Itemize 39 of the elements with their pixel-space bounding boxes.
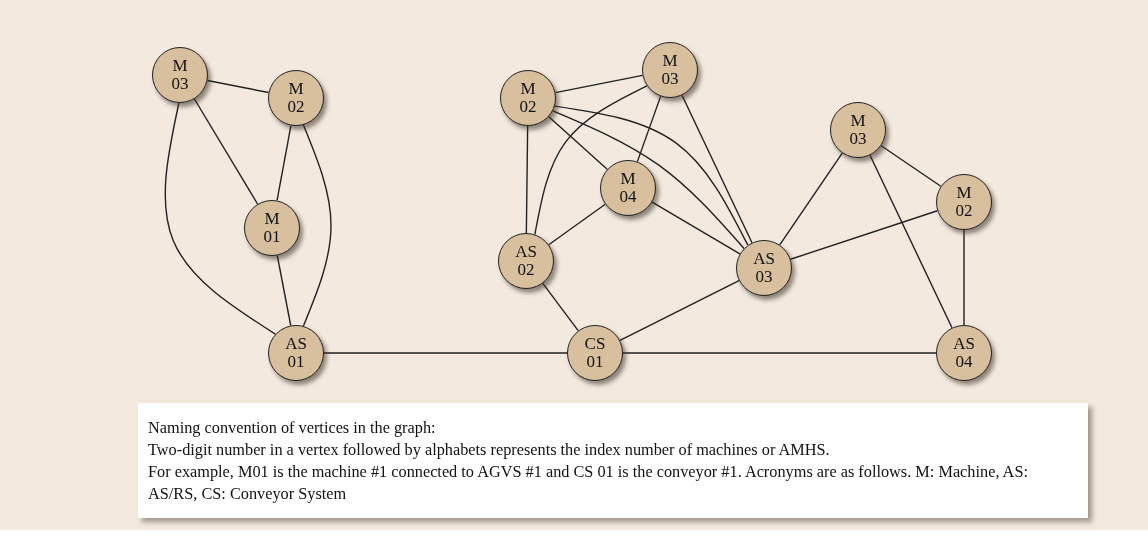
vertex-label: M 02 (286, 80, 306, 116)
connector-line (164, 102, 277, 335)
connector-line (622, 352, 937, 354)
vertex-label: AS 02 (514, 243, 538, 279)
connector-line (651, 201, 741, 255)
connector-line (779, 152, 843, 246)
connector-line (276, 124, 292, 202)
vertex-label: CS 01 (583, 335, 607, 371)
connector-line (789, 210, 939, 260)
vertex-label: AS 01 (284, 335, 308, 371)
connector-line (548, 116, 608, 170)
vertex-label: M 01 (262, 210, 282, 246)
connector-line (636, 95, 662, 163)
connector-line (548, 203, 606, 246)
connector-line (534, 85, 648, 236)
note-heading: Naming convention of vertices in the graph: (148, 417, 436, 439)
vertex-label: M 03 (848, 112, 868, 148)
connector-line (323, 352, 568, 354)
connector-line (276, 254, 292, 327)
connector-line (542, 282, 579, 332)
connector-line (554, 74, 644, 94)
connector-line (681, 94, 753, 244)
connector-line (206, 79, 270, 94)
note-text: Two-digit number in a vertex followed by alphabets represents the index number of machines or AMHS. (148, 439, 830, 461)
connector-line (619, 279, 740, 342)
vertex-label: AS 04 (952, 335, 976, 371)
connector-line (963, 229, 965, 326)
vertex-label: M 03 (660, 52, 680, 88)
note-text: For example, M01 is the machine #1 connected to AGVS #1 and CS 01 is the conveyor #1. Acronyms are as follows. M: Machine, AS: AS/RS, CS: Conveyor System (148, 461, 1028, 505)
connector-line (525, 125, 529, 234)
connector-line (302, 124, 332, 327)
vertex-label: AS 03 (752, 250, 776, 286)
vertex-label: M 02 (518, 80, 538, 116)
vertex-label: M 04 (618, 170, 638, 206)
connector-line (869, 154, 953, 329)
vertex-label: M 02 (954, 184, 974, 220)
connector-line (880, 145, 942, 187)
connector-line (193, 98, 259, 205)
vertex-label: M 03 (170, 57, 190, 93)
